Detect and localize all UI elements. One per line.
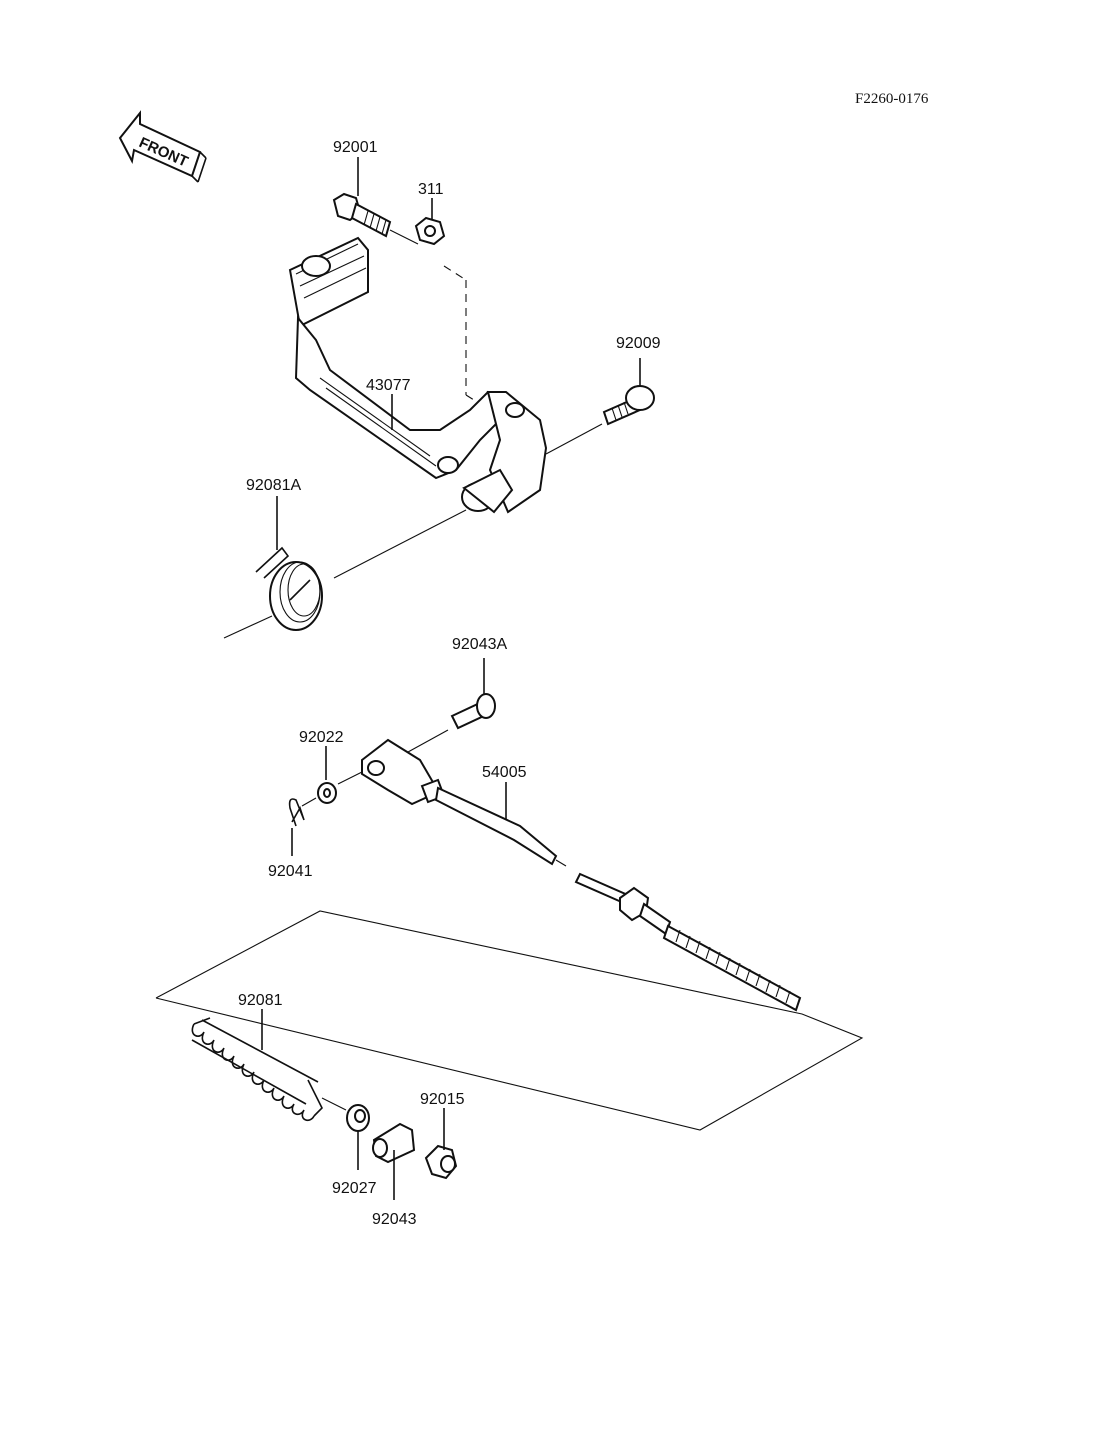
joint-piece-92043 — [372, 1122, 416, 1164]
part-number-92022: 92022 — [299, 729, 344, 746]
front-direction-arrow-icon: FRONT — [118, 110, 207, 183]
part-number-92043a: 92043A — [452, 636, 507, 653]
part-number-43077: 43077 — [366, 377, 411, 394]
washer-92022 — [317, 782, 337, 804]
drawing-reference-code: F2260-0176 — [855, 91, 929, 107]
part-number-92043: 92043 — [372, 1211, 417, 1228]
part-number-92001: 92001 — [333, 139, 378, 156]
nut-311 — [414, 216, 446, 246]
part-number-92015: 92015 — [420, 1091, 465, 1108]
cotter-pin-92041 — [288, 798, 305, 827]
nut-92015 — [424, 1144, 458, 1180]
return-spring-92081a — [255, 546, 323, 631]
part-number-92027: 92027 — [332, 1180, 377, 1197]
compression-spring-92081 — [191, 1017, 323, 1122]
pin-92043a — [450, 693, 496, 730]
washer-92027 — [346, 1104, 370, 1132]
part-number-54005: 54005 — [482, 764, 527, 781]
part-number-92081a: 92081A — [246, 477, 301, 494]
brake-rod-54005 — [361, 738, 802, 1012]
part-number-92009: 92009 — [616, 335, 661, 352]
part-number-92041: 92041 — [268, 863, 313, 880]
assembly-outline-frame — [155, 910, 864, 1131]
part-number-311: 311 — [418, 181, 444, 198]
bolt-92009 — [602, 385, 655, 426]
bolt-92001 — [332, 192, 392, 238]
part-number-92081: 92081 — [238, 992, 283, 1009]
brake-pedal-43077 — [288, 236, 548, 514]
